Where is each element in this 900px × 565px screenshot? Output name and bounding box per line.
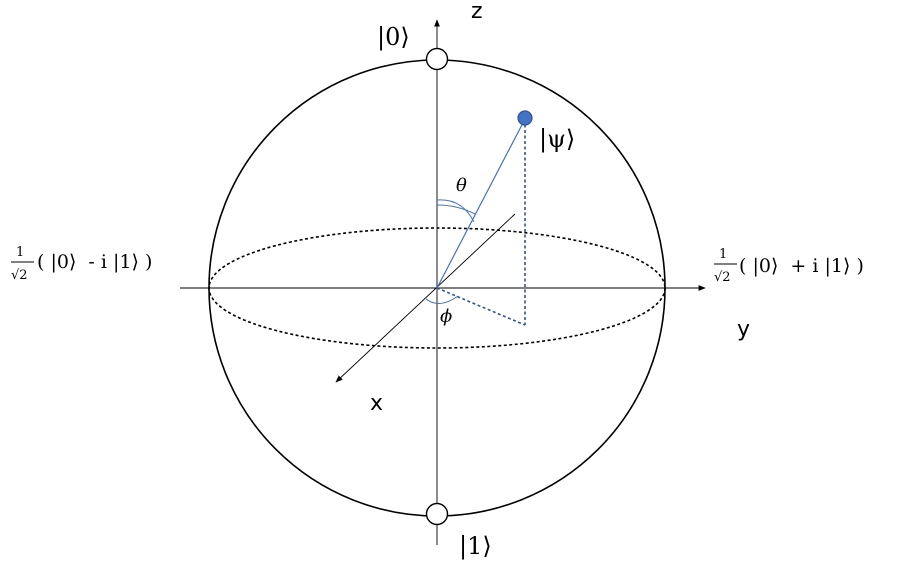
south-pole-marker	[425, 502, 449, 526]
x-axis-label: x	[370, 391, 383, 416]
left-expression: ( |0⟩ - i |1⟩ )	[37, 251, 152, 273]
equator-left-label: 1 √2 ( |0⟩ - i |1⟩ )	[11, 245, 152, 283]
right-fraction-numerator: 1	[719, 247, 727, 262]
phi-label: ϕ	[440, 306, 452, 327]
theta-label: θ	[456, 175, 467, 196]
projection-horizontal	[436, 287, 526, 326]
theta-arc	[436, 204, 476, 215]
north-pole-marker	[425, 47, 449, 71]
state-vector	[436, 118, 526, 289]
left-fraction-denominator: √2	[11, 268, 28, 283]
right-expression: ( |0⟩ + i |1⟩ )	[739, 255, 864, 277]
y-axis-label: y	[737, 317, 750, 342]
equator-right-label: 1 √2 ( |0⟩ + i |1⟩ )	[714, 247, 864, 285]
z-axis-label: z	[471, 0, 483, 24]
north-pole-label: |0⟩	[377, 23, 410, 52]
theta-arc-inner	[436, 199, 475, 223]
south-pole-label: |1⟩	[459, 532, 492, 561]
state-dot	[517, 110, 533, 126]
state-label: |ψ⟩	[539, 125, 575, 154]
right-fraction-denominator: √2	[714, 270, 731, 285]
phi-arc	[424, 295, 459, 304]
left-fraction-numerator: 1	[16, 245, 24, 260]
